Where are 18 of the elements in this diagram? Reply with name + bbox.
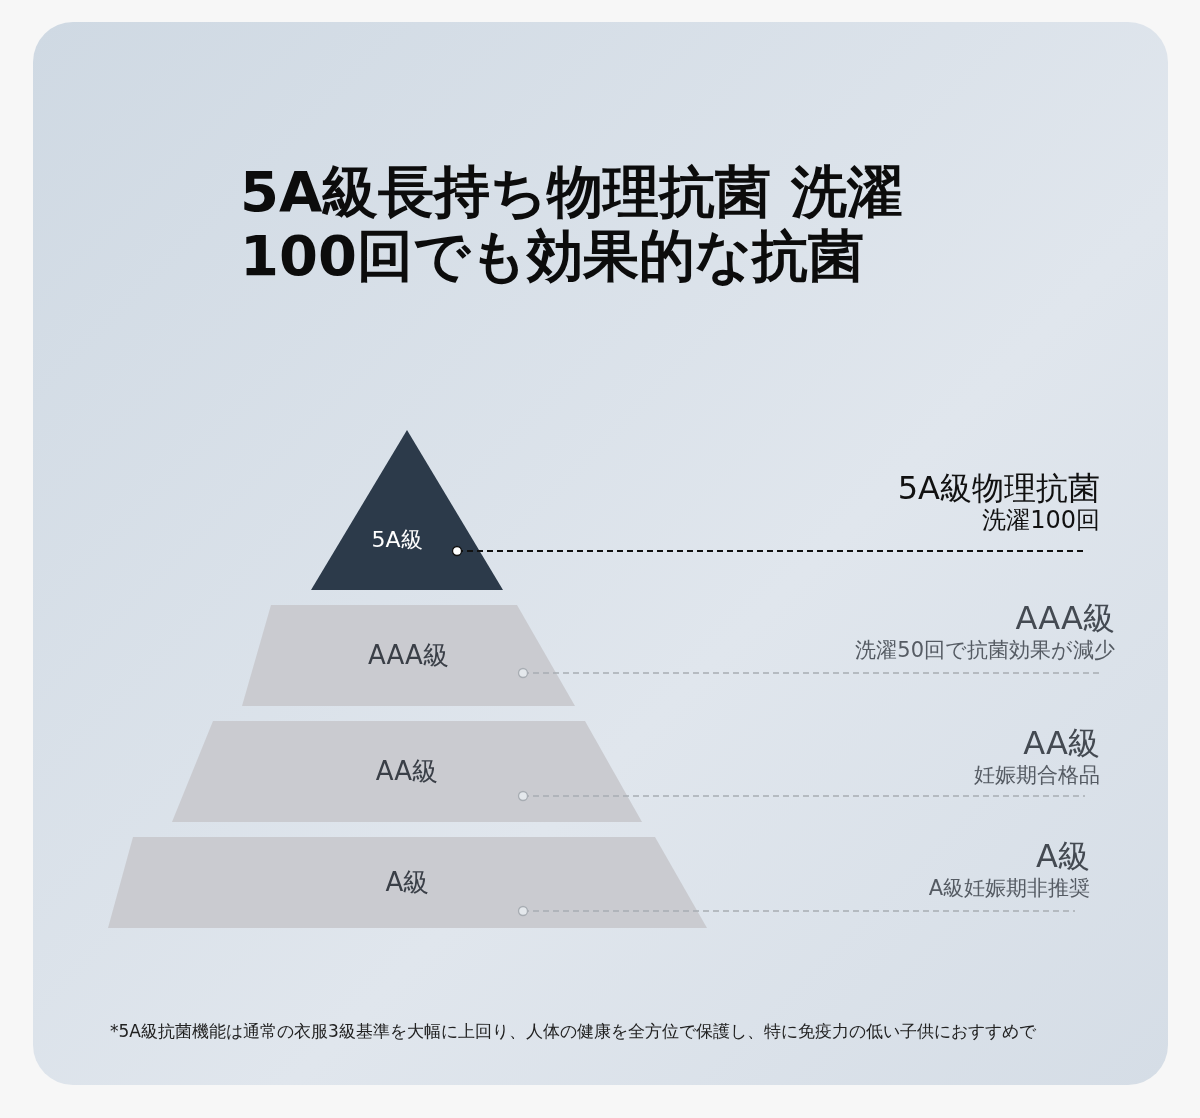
level-description: A級妊娠期非推奨	[928, 875, 1090, 902]
footnote: *5A級抗菌機能は通常の衣服3級基準を大幅に上回り、人体の健康を全方位で保護し、特に免疫力の低い子供におすすめで	[110, 1020, 1036, 1043]
tier-label: A級	[385, 866, 430, 899]
leader-line	[517, 905, 1076, 917]
title: 5A級長持ち物理抗菌 洗濯100回でも効果的な抗菌	[240, 160, 904, 288]
level-heading: AA級	[1023, 725, 1100, 761]
leader-line	[451, 545, 1086, 557]
level-description: 洗濯100回	[982, 506, 1100, 534]
level-heading: 5A級物理抗菌	[897, 470, 1100, 506]
leader-line	[517, 790, 1086, 802]
level-heading: A級	[1036, 838, 1090, 874]
leader-line	[517, 667, 1101, 679]
level-description: 洗濯50回で抗菌効果が減少	[855, 637, 1115, 664]
tier-label: 5A級	[371, 526, 423, 554]
level-heading: AAA級	[1015, 600, 1115, 636]
level-description: 妊娠期合格品	[974, 762, 1100, 789]
tier-label: AA級	[375, 755, 439, 788]
tier-label: AAA級	[368, 639, 449, 672]
